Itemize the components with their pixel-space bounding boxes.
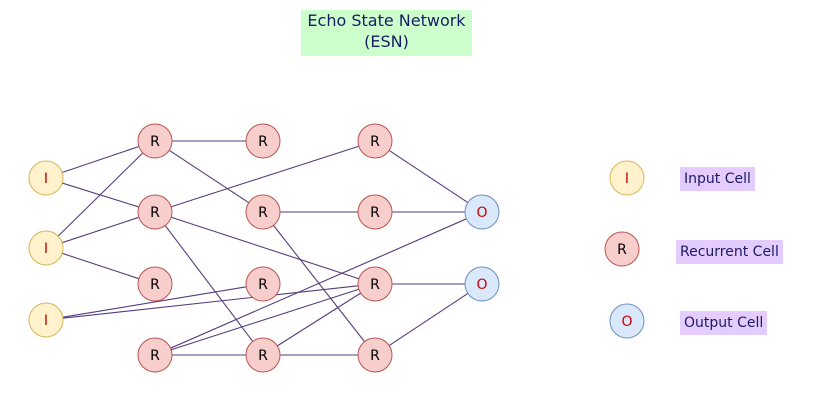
recurrent-node-r22-label: R (258, 205, 268, 221)
input-node-i3-label: I (44, 313, 48, 329)
input-node-i3-circle (28, 302, 64, 338)
input-node-i2: I (28, 230, 64, 266)
output-node-o2: O (464, 266, 500, 302)
edge-i2-r12 (61, 216, 140, 244)
edge-r24-r33 (277, 292, 361, 347)
recurrent-node-r31-label: R (370, 134, 380, 150)
recurrent-node-r32: R (357, 194, 393, 230)
legend-symbols: I R O (604, 160, 645, 339)
recurrent-node-r34-circle (357, 337, 393, 373)
legend-output-label: Output Cell (680, 311, 768, 335)
legend-output-symbol-circle (609, 303, 645, 339)
recurrent-node-r23-circle (245, 266, 281, 302)
recurrent-node-r21: R (245, 123, 281, 159)
recurrent-node-r22: R (245, 194, 281, 230)
legend-input-symbol-circle (609, 160, 645, 196)
recurrent-node-r13-circle (137, 266, 173, 302)
input-node-i2-label: I (44, 241, 48, 257)
legend-output-symbol: O (609, 303, 645, 339)
output-node-o2-circle (464, 266, 500, 302)
recurrent-node-r13-label: R (150, 277, 160, 293)
recurrent-node-r14: R (137, 337, 173, 373)
recurrent-node-r23: R (245, 266, 281, 302)
edge-r14-r33 (171, 288, 359, 351)
title-line-1: Echo State Network (307, 11, 466, 30)
edge-r22-r34 (273, 225, 365, 342)
input-node-i1: I (28, 160, 64, 196)
edge-i2-r11 (57, 152, 144, 237)
edge-i2-r13 (61, 252, 140, 280)
recurrent-node-r14-circle (137, 337, 173, 373)
input-node-i2-circle (28, 230, 64, 266)
recurrent-node-r24-label: R (258, 348, 268, 364)
legend-input-label: Input Cell (680, 167, 755, 191)
recurrent-node-r32-circle (357, 194, 393, 230)
recurrent-node-r32-label: R (370, 205, 380, 221)
recurrent-node-r34: R (357, 337, 393, 373)
legend-recurrent-symbol: R (604, 231, 640, 267)
legend-input-symbol: I (609, 160, 645, 196)
edge-r31-o1 (388, 149, 469, 204)
edge-i3-r33 (62, 285, 359, 319)
diagram-title: Echo State Network (ESN) (301, 10, 472, 56)
output-node-o2-label: O (476, 277, 487, 293)
recurrent-node-r24: R (245, 337, 281, 373)
recurrent-node-r12: R (137, 194, 173, 230)
recurrent-node-r11: R (137, 123, 173, 159)
recurrent-node-r21-label: R (258, 134, 268, 150)
legend-recurrent-symbol-label: R (617, 242, 627, 258)
recurrent-node-r22-circle (245, 194, 281, 230)
recurrent-node-r14-label: R (150, 348, 160, 364)
title-line-2: (ESN) (364, 32, 409, 51)
legend-input-symbol-label: I (625, 171, 629, 187)
recurrent-node-r12-circle (137, 194, 173, 230)
recurrent-node-r23-label: R (258, 277, 268, 293)
edge-r34-o2 (388, 292, 469, 347)
input-node-i1-circle (28, 160, 64, 196)
recurrent-node-r21-circle (245, 123, 281, 159)
edge-r11-r22 (168, 149, 250, 204)
input-node-i1-label: I (44, 171, 48, 187)
recurrent-node-r12-label: R (150, 205, 160, 221)
edge-r12-r33 (170, 216, 360, 280)
edge-r12-r31 (171, 145, 359, 208)
input-node-i3: I (28, 302, 64, 338)
nodes-layer: I I I R R R R R R R R R R R R O O (28, 123, 500, 373)
output-node-o1-label: O (476, 205, 487, 221)
output-node-o1: O (464, 194, 500, 230)
recurrent-node-r33: R (357, 266, 393, 302)
edge-r12-r24 (164, 225, 254, 342)
recurrent-node-r33-label: R (370, 277, 380, 293)
edges-layer (57, 140, 469, 356)
recurrent-node-r31-circle (357, 123, 393, 159)
recurrent-node-r13: R (137, 266, 173, 302)
recurrent-node-r34-label: R (370, 348, 380, 364)
legend-recurrent-label: Recurrent Cell (676, 240, 783, 264)
output-node-o1-circle (464, 194, 500, 230)
edge-i1-r11 (61, 145, 140, 174)
recurrent-node-r24-circle (245, 337, 281, 373)
recurrent-node-r11-label: R (150, 134, 160, 150)
recurrent-node-r33-circle (357, 266, 393, 302)
legend-recurrent-symbol-circle (604, 231, 640, 267)
recurrent-node-r11-circle (137, 123, 173, 159)
recurrent-node-r31: R (357, 123, 393, 159)
legend-output-symbol-label: O (621, 314, 632, 330)
